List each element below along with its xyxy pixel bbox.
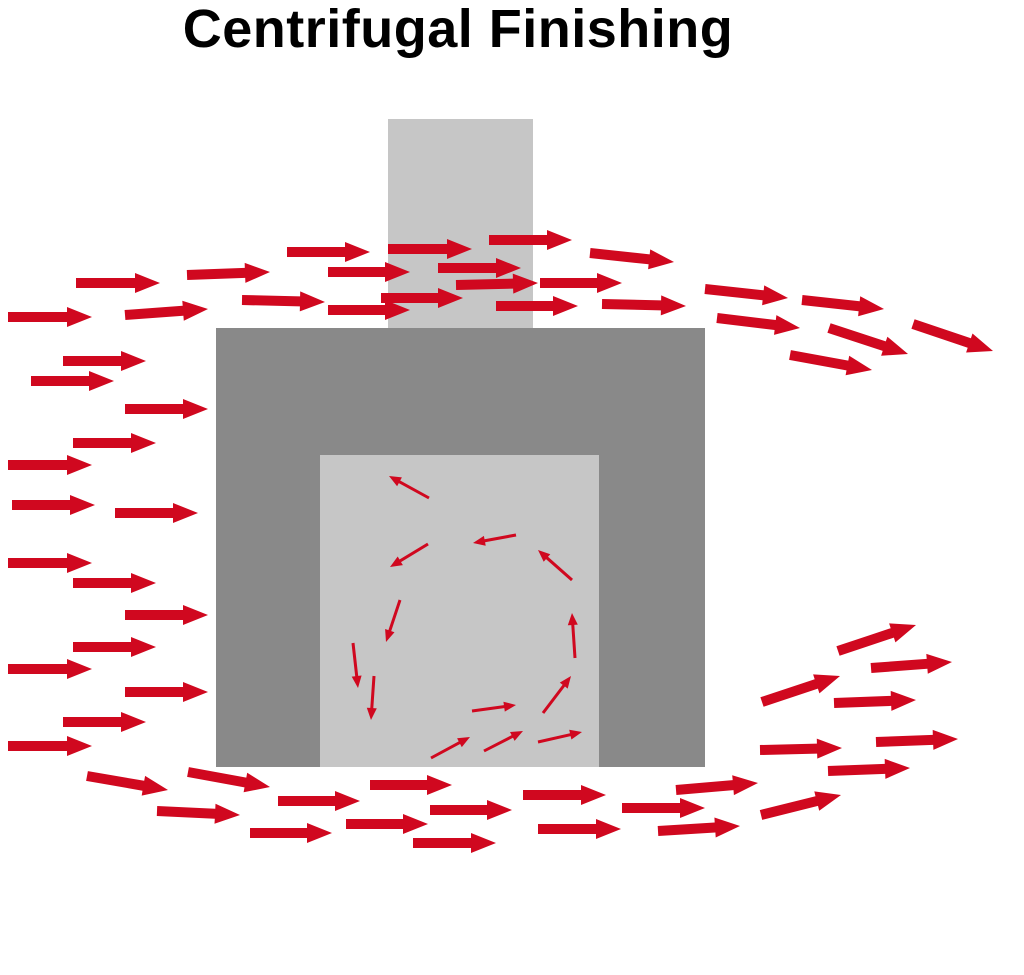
swirl-arrow bbox=[389, 476, 430, 500]
flow-arrow bbox=[789, 350, 872, 376]
flow-arrow bbox=[8, 553, 92, 573]
flow-arrow bbox=[8, 455, 92, 475]
swirl-arrow bbox=[366, 675, 377, 720]
flow-arrow bbox=[12, 495, 95, 515]
flow-arrows bbox=[8, 230, 993, 853]
flow-arrow bbox=[124, 300, 208, 321]
flow-arrow bbox=[370, 775, 452, 795]
swirl-arrow bbox=[483, 731, 523, 753]
flow-arrow bbox=[759, 738, 842, 759]
flow-arrow bbox=[759, 791, 841, 820]
swirl-arrow bbox=[390, 542, 429, 567]
flow-arrow bbox=[328, 262, 410, 282]
flow-arrow bbox=[413, 833, 496, 853]
flow-arrow bbox=[8, 307, 92, 327]
flow-arrow bbox=[73, 433, 156, 453]
flow-arrow bbox=[156, 803, 240, 824]
flow-arrow bbox=[801, 295, 884, 317]
flow-arrow bbox=[870, 653, 952, 674]
flow-arrow bbox=[827, 758, 910, 779]
flow-arrow bbox=[622, 798, 705, 818]
flow-arrow bbox=[186, 262, 270, 283]
swirl-arrow bbox=[541, 676, 571, 714]
flow-arrow bbox=[430, 800, 512, 820]
flow-arrow bbox=[836, 623, 916, 656]
flow-arrow bbox=[875, 729, 958, 750]
swirl-arrow bbox=[567, 613, 578, 659]
flow-arrow bbox=[278, 791, 360, 811]
swirl-arrow bbox=[537, 729, 582, 744]
flow-arrow bbox=[115, 503, 198, 523]
swirl-arrow bbox=[473, 533, 517, 546]
flow-arrow bbox=[716, 313, 800, 335]
flow-arrow bbox=[760, 674, 840, 707]
flow-arrow bbox=[455, 273, 538, 294]
flow-arrow bbox=[8, 659, 92, 679]
flow-arrow bbox=[63, 351, 146, 371]
flow-arrow bbox=[328, 300, 410, 320]
flow-arrow bbox=[489, 230, 572, 250]
flow-arrow bbox=[187, 767, 270, 793]
flow-arrow bbox=[496, 296, 578, 316]
flow-arrow bbox=[31, 371, 114, 391]
flow-arrow bbox=[827, 323, 908, 356]
flow-arrow bbox=[381, 288, 463, 308]
flow-arrow bbox=[911, 319, 993, 353]
flow-arrow bbox=[125, 682, 208, 702]
flow-arrow bbox=[438, 258, 521, 278]
swirl-arrow bbox=[351, 642, 362, 688]
inner-chamber bbox=[320, 455, 599, 767]
flow-arrow bbox=[523, 785, 606, 805]
swirl-arrow bbox=[471, 701, 516, 713]
flow-arrow bbox=[241, 291, 325, 312]
flow-arrow bbox=[73, 573, 156, 593]
flow-arrow bbox=[86, 771, 168, 796]
flow-arrow bbox=[73, 637, 156, 657]
flow-arrow bbox=[346, 814, 428, 834]
flow-arrow bbox=[76, 273, 160, 293]
flow-arrow bbox=[125, 399, 208, 419]
flow-arrow bbox=[287, 242, 370, 262]
flow-arrow bbox=[125, 605, 208, 625]
diagram-title: Centrifugal Finishing bbox=[182, 0, 734, 59]
swirl-arrow bbox=[430, 737, 470, 760]
flow-arrow bbox=[657, 817, 740, 838]
flow-arrow bbox=[675, 775, 758, 796]
flow-arrow bbox=[63, 712, 146, 732]
flow-arrow bbox=[538, 819, 621, 839]
flow-arrow bbox=[388, 239, 472, 259]
flow-arrow bbox=[601, 295, 686, 316]
flow-arrow bbox=[833, 690, 916, 711]
swirl-arrow bbox=[385, 599, 402, 642]
swirl-arrow bbox=[538, 550, 573, 582]
flow-arrow bbox=[250, 823, 332, 843]
flow-arrow bbox=[589, 248, 674, 270]
flow-arrow bbox=[704, 284, 788, 306]
flow-arrow bbox=[8, 736, 92, 756]
flow-arrow bbox=[540, 273, 622, 293]
